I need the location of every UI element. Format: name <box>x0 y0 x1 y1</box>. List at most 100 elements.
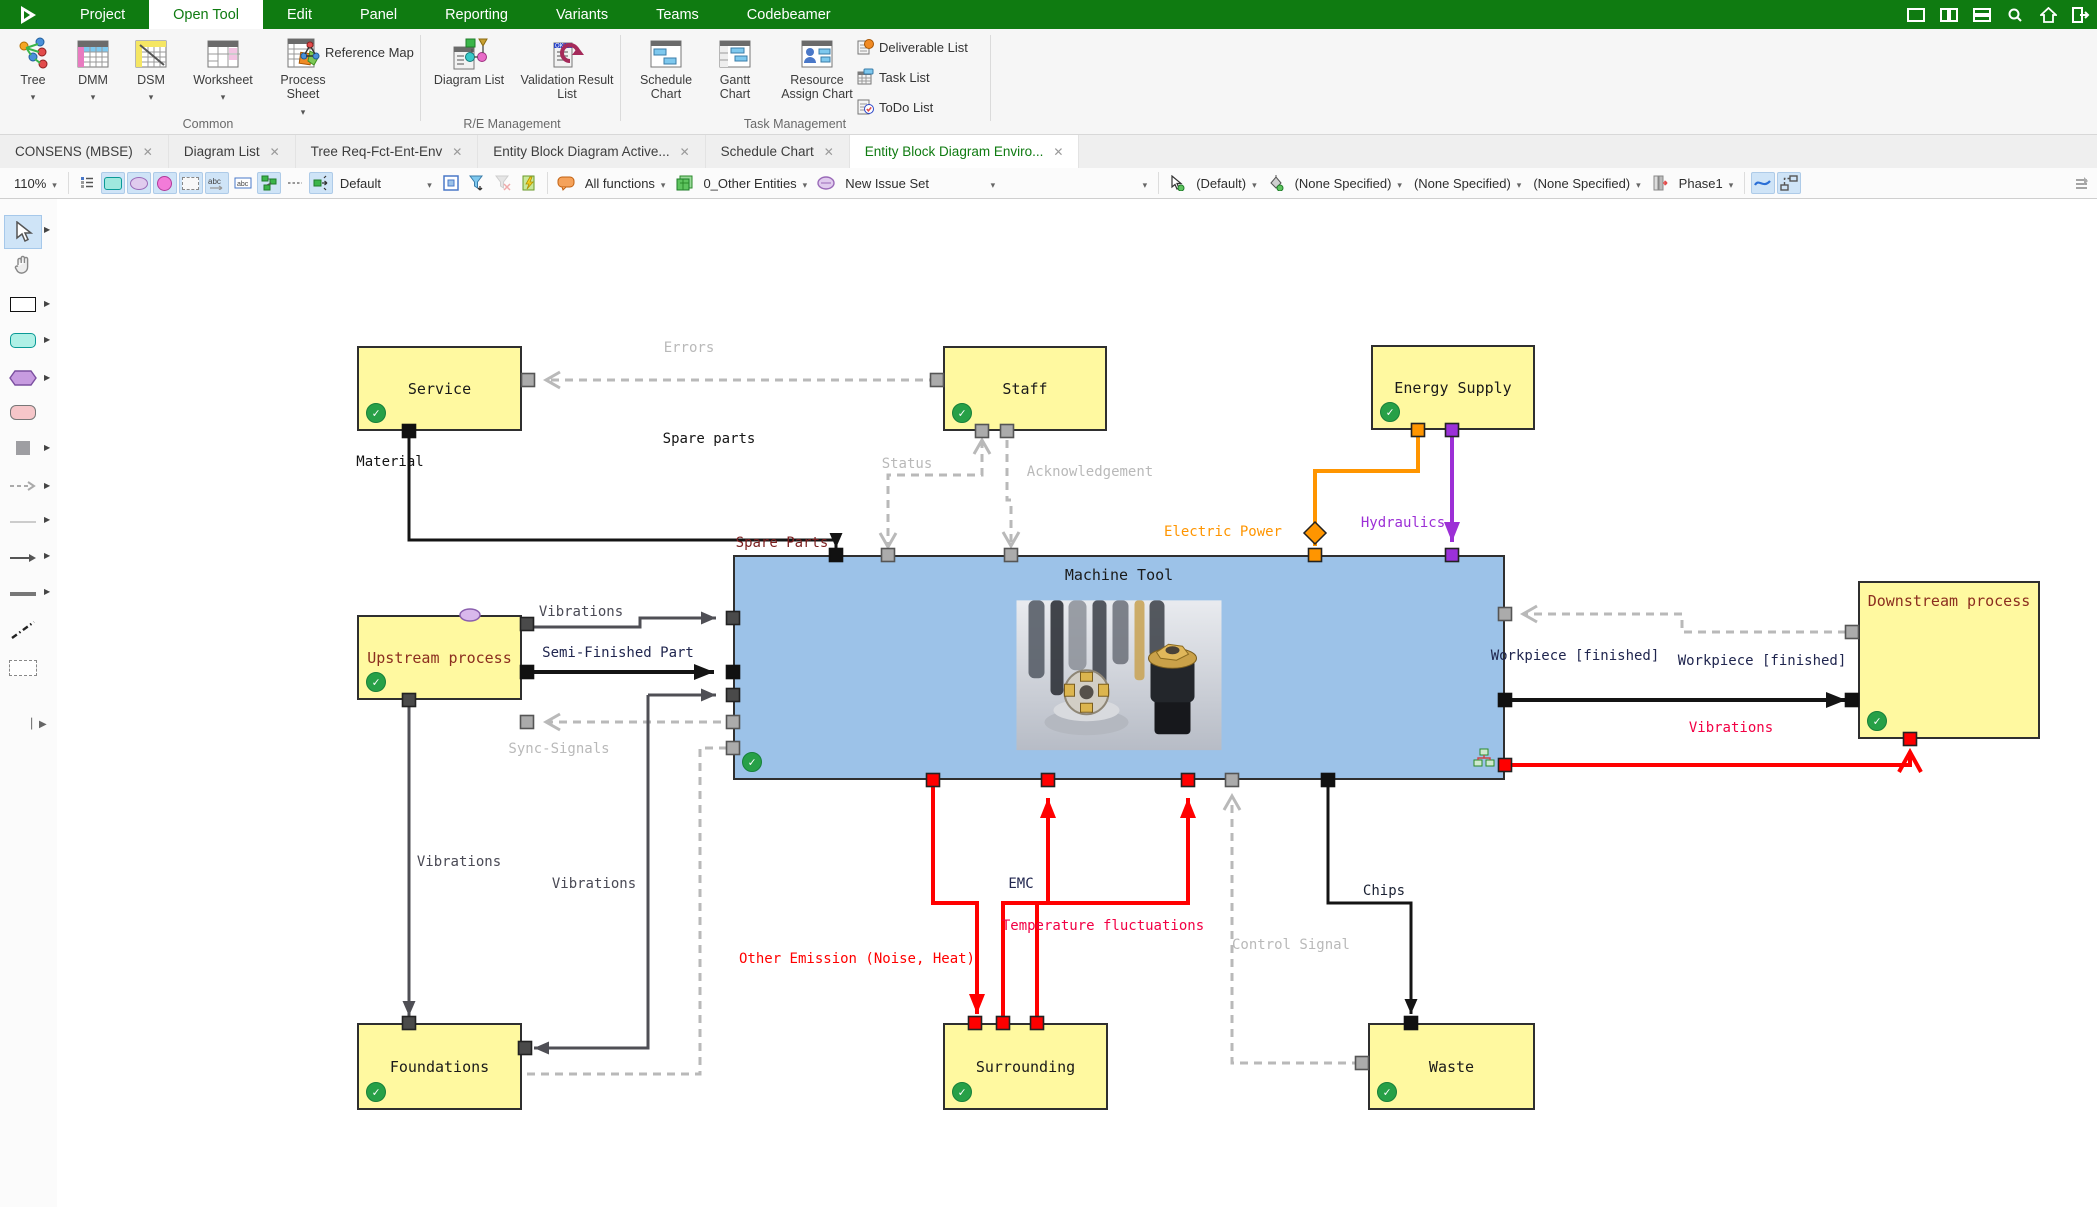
pink-rounded-tool[interactable] <box>6 399 40 425</box>
diagram-edge-vibrations-red[interactable] <box>1511 752 1912 767</box>
flyout-arrow-icon[interactable]: ▶ <box>44 373 51 382</box>
connection-port[interactable] <box>519 664 535 680</box>
empty-filter-select[interactable] <box>1001 171 1153 195</box>
diagram-node-surrounding[interactable]: Surrounding✓ <box>943 1023 1108 1110</box>
deliverable-list-button[interactable]: Deliverable List <box>856 37 968 58</box>
ribbon-diagram-list-button[interactable]: Diagram List <box>433 33 505 87</box>
text-arrow-tool-icon[interactable]: abc <box>204 172 229 194</box>
tab-schedule-chart[interactable]: Schedule Chart✕ <box>706 135 850 168</box>
thick-line-tool[interactable] <box>6 581 40 607</box>
issue-set-select[interactable]: New Issue Set <box>839 171 1001 195</box>
diagram-node-foundations[interactable]: Foundations✓ <box>357 1023 522 1110</box>
connection-port[interactable] <box>1844 692 1860 708</box>
phase-select[interactable]: Phase1 <box>1673 171 1740 195</box>
diagram-edge-emission-1[interactable] <box>931 786 979 1014</box>
ribbon-gantt-chart-button[interactable]: Gantt Chart <box>709 33 761 102</box>
diagram-node-staff[interactable]: Staff✓ <box>943 346 1107 431</box>
search-icon[interactable] <box>2005 7 2025 23</box>
region-select-tool-icon[interactable] <box>178 172 203 194</box>
ribbon-dsm-button[interactable]: DSM <box>127 33 175 105</box>
connection-port[interactable] <box>520 372 536 388</box>
diagram-edge-vibrations-branch-foundations[interactable] <box>534 695 650 1050</box>
split-vertical-icon[interactable] <box>1939 7 1959 23</box>
refresh-page-icon[interactable] <box>517 172 541 194</box>
flyout-arrow-icon[interactable]: ▶ <box>44 551 51 560</box>
tab-entity-block-diagram-active[interactable]: Entity Block Diagram Active...✕ <box>478 135 706 168</box>
diagram-edge-spare-parts[interactable] <box>407 433 838 548</box>
diagram-edge-control-signal[interactable] <box>1230 796 1360 1065</box>
close-icon[interactable]: ✕ <box>452 144 463 159</box>
order-list-icon[interactable] <box>75 172 99 194</box>
flyout-arrow-icon[interactable]: ▶ <box>44 335 51 344</box>
menu-variants[interactable]: Variants <box>555 6 609 23</box>
tab-entity-block-diagram-enviro[interactable]: Entity Block Diagram Enviro...✕ <box>849 135 1080 168</box>
diagram-node-energy[interactable]: Energy Supply✓ <box>1371 345 1535 430</box>
ribbon-tree-button[interactable]: Tree <box>7 33 59 105</box>
text-box-tool-icon[interactable]: abc <box>231 172 255 194</box>
style-select[interactable]: Default <box>334 171 438 195</box>
menu-reporting[interactable]: Reporting <box>445 6 508 23</box>
layer-mini-icon[interactable] <box>2070 172 2094 194</box>
diagram-edge-sync-loop[interactable] <box>526 746 727 1076</box>
arrow-tool[interactable] <box>6 545 40 571</box>
font-style-select[interactable]: (None Specified) <box>1527 171 1646 195</box>
select-tool[interactable] <box>4 215 42 249</box>
menu-codebeamer[interactable]: Codebeamer <box>746 6 831 23</box>
dashes-style-icon[interactable] <box>283 172 307 194</box>
diagram-edge-status[interactable] <box>886 440 984 547</box>
hexagon-tool[interactable] <box>6 365 40 391</box>
tab-consens-mbse[interactable]: CONSENS (MBSE)✕ <box>0 135 169 168</box>
thin-line-tool[interactable] <box>6 509 40 535</box>
close-icon[interactable]: ✕ <box>679 144 690 159</box>
connection-port[interactable] <box>519 714 535 730</box>
ellipse-shape-tool-icon[interactable] <box>126 172 151 194</box>
connection-port[interactable] <box>1354 1055 1370 1071</box>
diagram-node-downstream[interactable]: Downstream process✓ <box>1858 581 2040 739</box>
lasso-rect-tool[interactable] <box>6 655 40 681</box>
circle-shape-tool-icon[interactable] <box>152 172 177 194</box>
flyout-arrow-icon[interactable]: ▶ <box>44 443 51 452</box>
flyout-arrow-icon[interactable]: ▶ <box>44 299 51 308</box>
flyout-arrow-icon[interactable]: ▶ <box>44 515 51 524</box>
filter-clear-icon[interactable] <box>491 172 515 194</box>
flyout-arrow-icon[interactable]: ▶ <box>44 587 51 596</box>
fill-style-select[interactable]: (None Specified) <box>1289 171 1408 195</box>
pan-tool[interactable] <box>6 253 40 279</box>
ribbon-resource-assign-chart-button[interactable]: Resource Assign Chart <box>771 33 863 102</box>
rounded-entity-tool[interactable] <box>6 327 40 353</box>
line-style-select[interactable]: (None Specified) <box>1408 171 1527 195</box>
close-icon[interactable]: ✕ <box>269 144 280 159</box>
connector-resize-icon[interactable] <box>308 172 333 194</box>
tab-tree-req-fct-ent-env[interactable]: Tree Req-Fct-Ent-Env✕ <box>296 135 479 168</box>
task-list-button[interactable]: Task List <box>856 67 930 88</box>
ribbon-dmm-button[interactable]: DMM <box>69 33 117 105</box>
diagram-edge-temperature-up[interactable] <box>1035 798 1190 1016</box>
diagram-edge-chips[interactable] <box>1326 786 1413 1014</box>
diagram-node-upstream[interactable]: Upstream process✓ <box>357 615 522 700</box>
diagram-node-service[interactable]: Service✓ <box>357 346 522 431</box>
tab-diagram-list[interactable]: Diagram List✕ <box>169 135 296 168</box>
exit-icon[interactable] <box>2071 6 2091 23</box>
gray-square-tool[interactable] <box>6 435 40 461</box>
connection-port[interactable] <box>1844 624 1860 640</box>
close-icon[interactable]: ✕ <box>142 144 153 159</box>
diagram-canvas[interactable]: Service✓ Staff✓ Energy Supply✓ Upstream pro… <box>57 199 2097 1207</box>
diagram-edge-downstream-dashed[interactable] <box>1523 612 1846 634</box>
ribbon-worksheet-button[interactable]: Worksheet <box>185 33 261 105</box>
flyout-arrow-icon[interactable]: ▶ <box>44 481 51 490</box>
connection-port[interactable] <box>929 372 945 388</box>
cursor-mode-select[interactable]: (Default) <box>1190 171 1262 195</box>
close-icon[interactable]: ✕ <box>1053 144 1064 159</box>
menu-open-tool[interactable]: Open Tool <box>149 0 263 29</box>
curve-link-toggle-icon[interactable] <box>1751 172 1776 194</box>
entities-filter-select[interactable]: 0_Other Entities <box>697 171 813 195</box>
properties-window-icon[interactable] <box>439 172 463 194</box>
todo-list-button[interactable]: ToDo List <box>856 97 933 118</box>
reference-map-button[interactable]: Reference Map <box>300 41 414 64</box>
ribbon-schedule-chart-button[interactable]: Schedule Chart <box>633 33 699 102</box>
diagram-edge-emc-up[interactable] <box>1001 798 1050 1016</box>
diagram-edge-vibrations-up-machine[interactable] <box>533 616 716 629</box>
diagram-node-waste[interactable]: Waste✓ <box>1368 1023 1535 1110</box>
dashed-arrow-tool[interactable] <box>6 473 40 499</box>
